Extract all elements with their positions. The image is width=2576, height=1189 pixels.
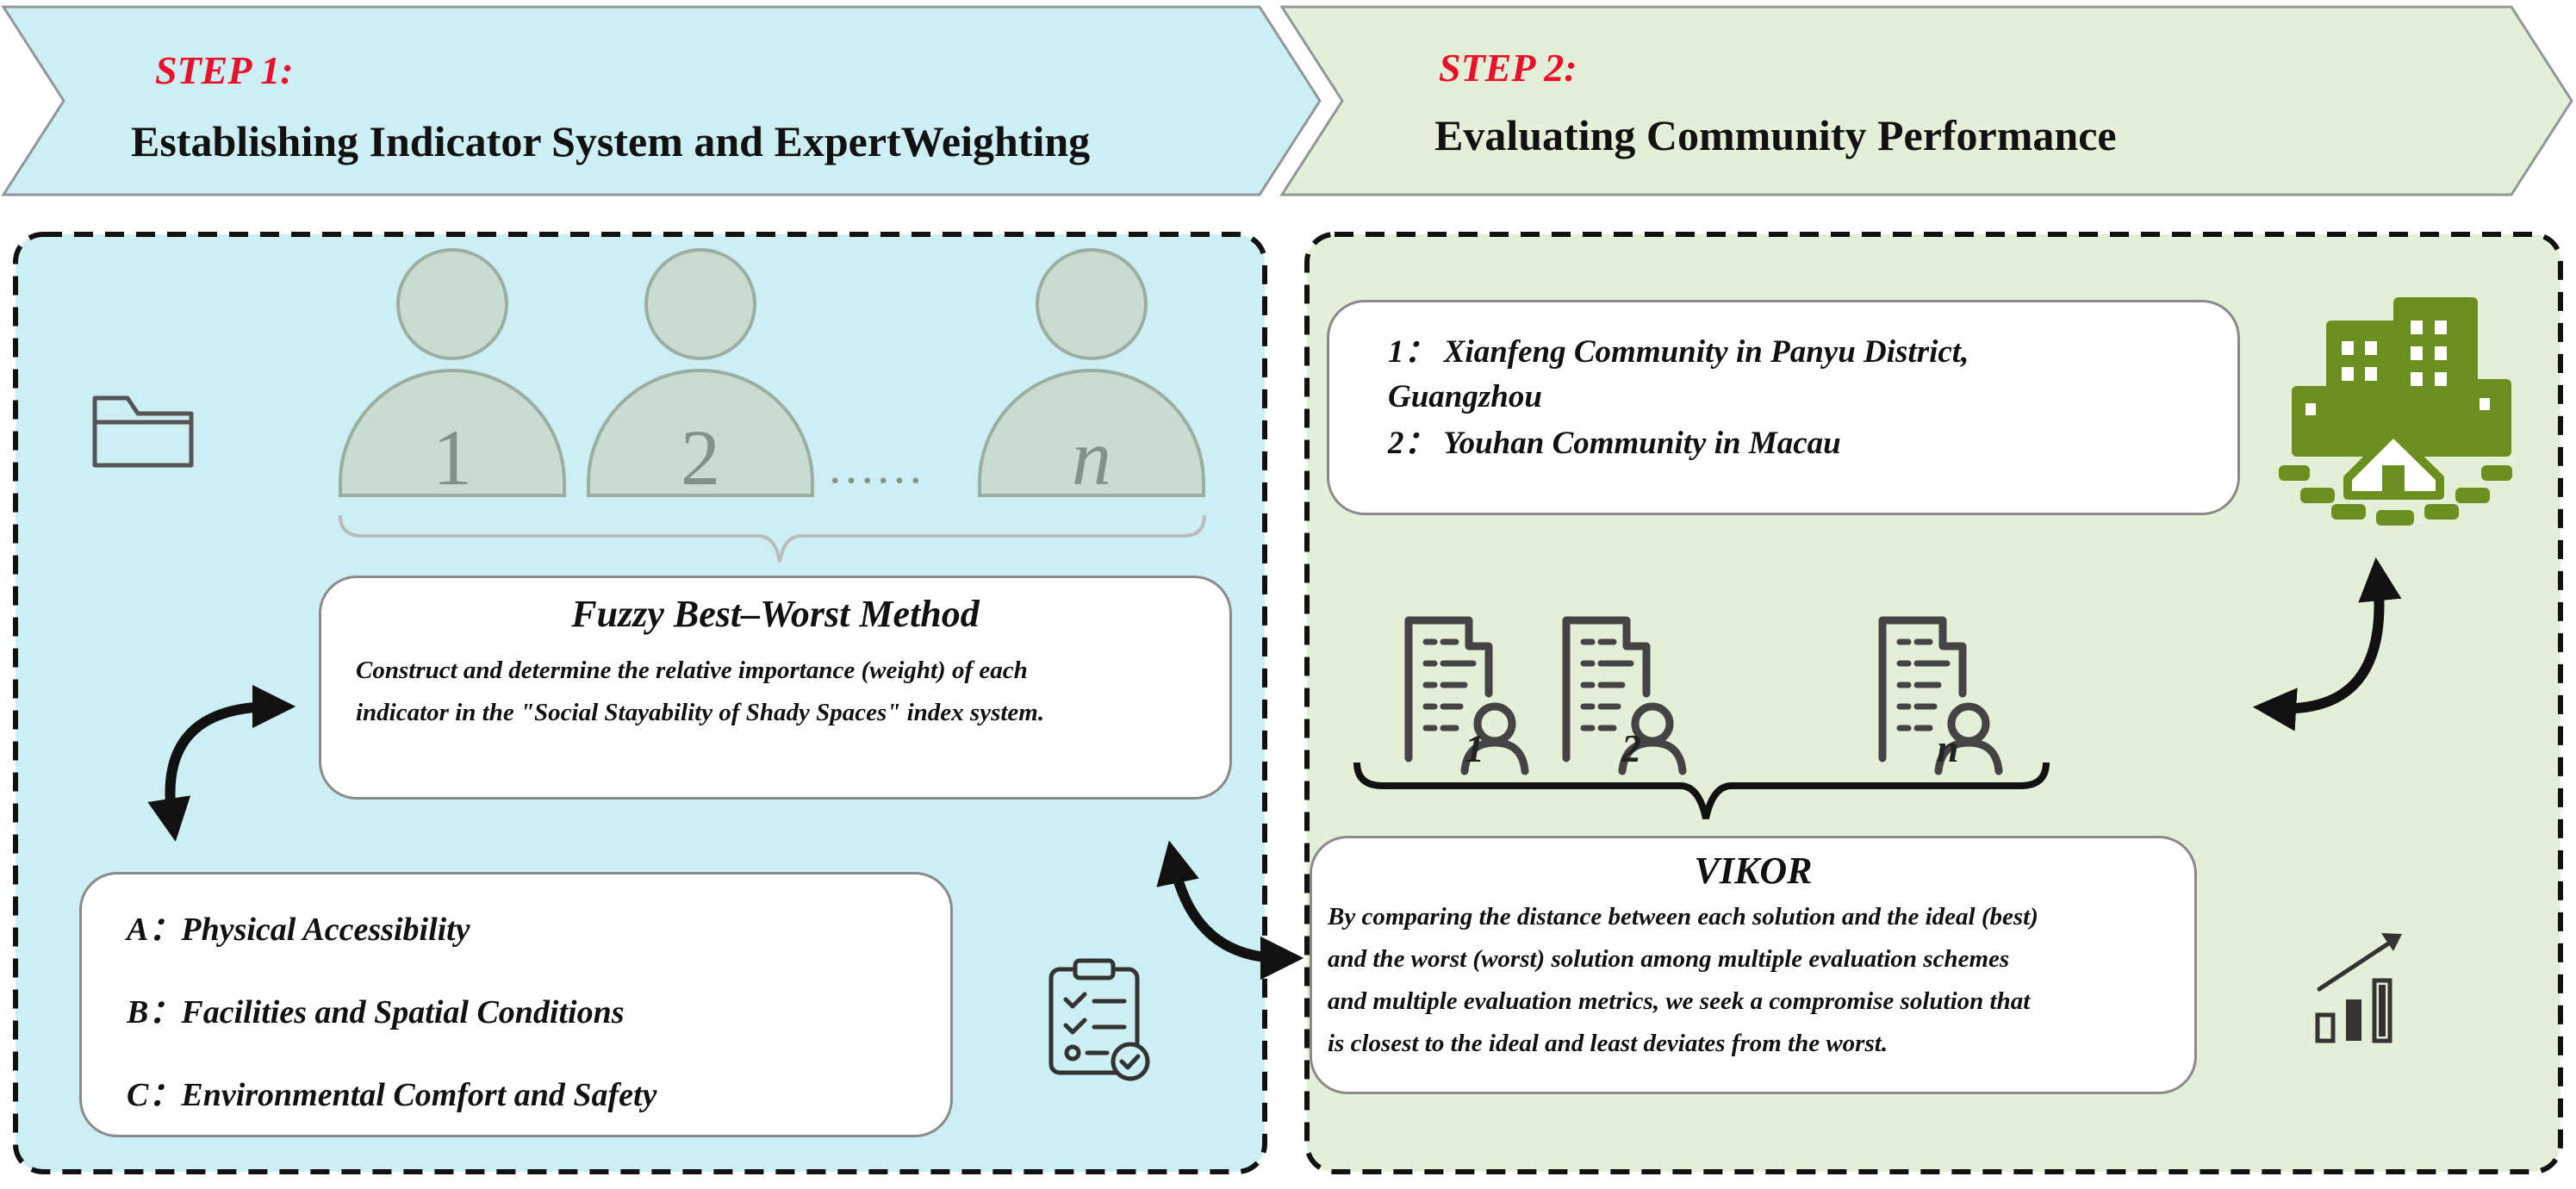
experts-brace (339, 514, 1206, 563)
double-arrow-icon (2252, 557, 2402, 731)
reports-brace (1353, 762, 2050, 819)
vikor-description: By comparing the distance between each s… (1328, 903, 2038, 1057)
report-number: n (1937, 726, 1959, 770)
expert-person-icon (978, 248, 1205, 497)
checklist-icon (1048, 958, 1150, 1081)
growth-chart-icon (2315, 933, 2402, 1043)
step2-chevron (1279, 5, 2573, 196)
report-user-icon (1404, 616, 1529, 775)
fuzzy-bwm-title: Fuzzy Best–Worst Method (571, 593, 980, 635)
city-icon (2279, 297, 2512, 526)
step1-label: STEP 1: (155, 48, 294, 92)
community-2: 2： Youhan Community in Macau (1388, 426, 1841, 461)
step2-title: Evaluating Community Performance (1434, 111, 2117, 159)
fuzzy-bwm-box: Fuzzy Best–Worst Method Construct and de… (319, 576, 1232, 800)
indicator-a: A：Physical Accessibility (127, 912, 470, 948)
vikor-box: VIKOR By comparing the distance between … (1310, 836, 2197, 1094)
report-number: 1 (1465, 726, 1484, 770)
fuzzy-bwm-description: Construct and determine the relative imp… (356, 657, 1045, 726)
expert-number: 2 (681, 414, 720, 501)
community-1: 1： Xianfeng Community in Panyu District,… (1388, 334, 1969, 414)
expert-person-icon (339, 248, 566, 497)
step1-chevron (1, 5, 1322, 196)
step1-title: Establishing Indicator System and Expert… (131, 117, 1091, 165)
expert-ellipsis: …… (827, 440, 924, 494)
report-number: 2 (1621, 726, 1641, 770)
indicator-b: B：Facilities and Spatial Conditions (127, 994, 625, 1030)
indicators-box: A：Physical Accessibility B：Facilities an… (79, 872, 953, 1137)
expert-number: 1 (432, 414, 472, 501)
indicator-c: C：Environmental Comfort and Safety (127, 1077, 657, 1113)
folder-icon (92, 395, 194, 468)
expert-person-icon (587, 248, 814, 497)
report-user-icon (1878, 616, 2003, 775)
double-arrow-icon (1156, 840, 1304, 980)
report-user-icon (1562, 616, 1687, 775)
double-arrow-icon (147, 684, 296, 842)
expert-number: n (1072, 414, 1111, 501)
vikor-title: VIKOR (1694, 850, 1813, 892)
step2-label: STEP 2: (1439, 46, 1577, 90)
communities-box: 1： Xianfeng Community in Panyu District,… (1327, 300, 2240, 515)
